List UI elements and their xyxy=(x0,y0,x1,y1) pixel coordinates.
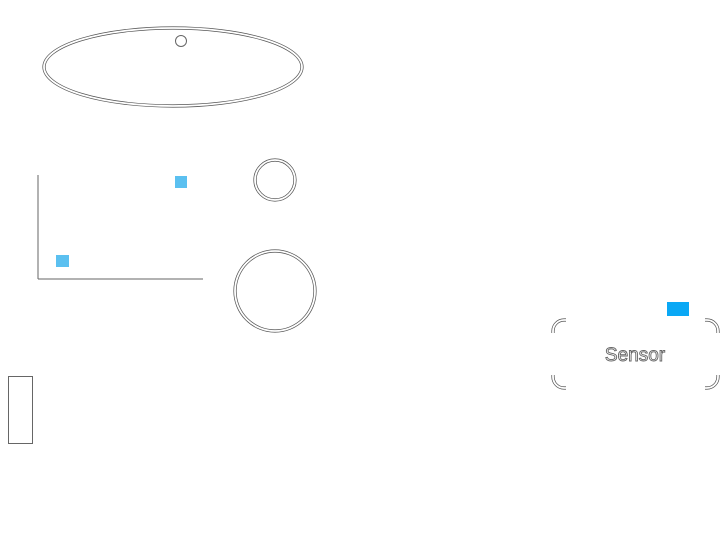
side-rectangle xyxy=(8,376,33,444)
marker-lower-square xyxy=(56,255,69,267)
marker-upper-square xyxy=(175,176,187,188)
small-circle xyxy=(253,158,297,202)
large-circle xyxy=(233,249,317,333)
sensor-marker-square xyxy=(667,302,689,319)
sensor-label: Sensor xyxy=(605,345,666,366)
top-ellipse xyxy=(42,26,304,108)
axis-l-shape xyxy=(37,175,203,280)
sensor-node[interactable]: Sensor xyxy=(549,316,720,392)
ellipse-port-circle xyxy=(175,35,187,47)
